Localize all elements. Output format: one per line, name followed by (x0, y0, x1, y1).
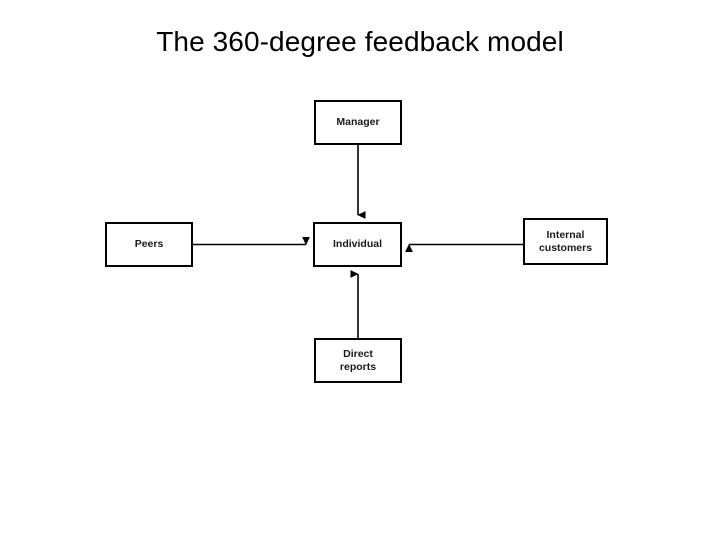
node-individual-label: Individual (332, 238, 382, 250)
node-individual[interactable]: Individual (313, 222, 402, 267)
node-manager-label: Manager (336, 116, 380, 128)
node-direct-reports-label: Direct reports (339, 347, 377, 373)
node-manager[interactable]: Manager (314, 100, 402, 145)
node-peers-label: Peers (134, 238, 164, 250)
node-peers[interactable]: Peers (105, 222, 193, 267)
node-internal-customers[interactable]: Internal customers (523, 218, 608, 265)
node-direct-reports[interactable]: Direct reports (314, 338, 402, 383)
node-internal-customers-label: Internal customers (538, 228, 593, 254)
page-title: The 360-degree feedback model (156, 26, 564, 57)
